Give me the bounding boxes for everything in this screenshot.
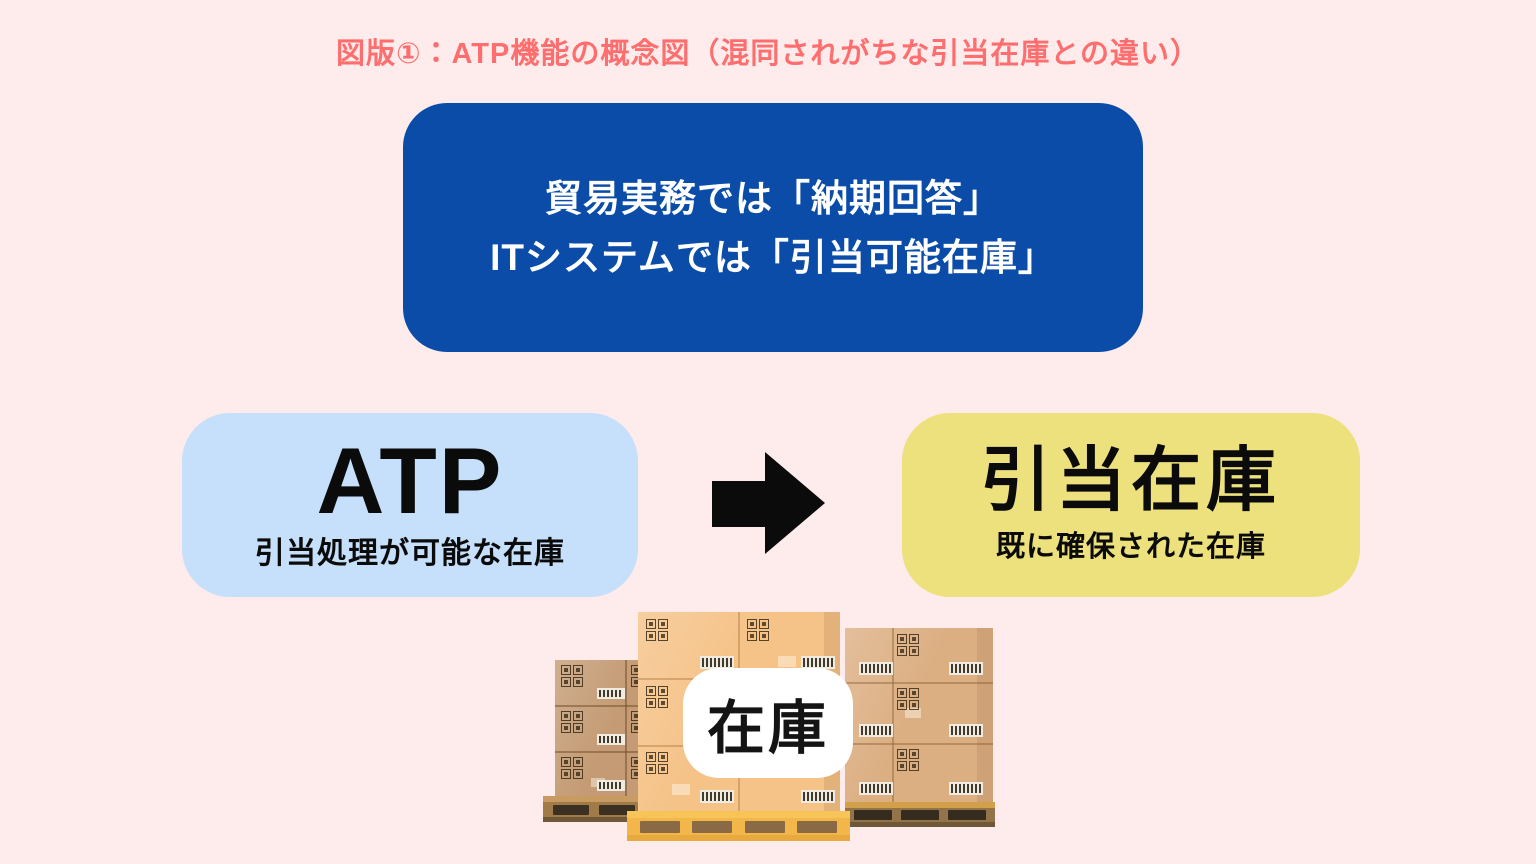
barcode bbox=[859, 724, 893, 737]
allocated-sublabel: 既に確保された在庫 bbox=[995, 531, 1266, 563]
allocated-stock-box: 引当在庫 既に確保された在庫 bbox=[902, 413, 1360, 597]
arrow-right-icon bbox=[712, 452, 825, 554]
pallet-center bbox=[627, 811, 850, 841]
handling-marks-icon bbox=[897, 749, 919, 771]
atp-sublabel: 引当処理が可能な在庫 bbox=[255, 537, 565, 571]
barcode bbox=[801, 656, 835, 669]
atp-label: ATP bbox=[316, 427, 504, 533]
handling-marks-icon bbox=[646, 686, 668, 708]
definition-line-2: ITシステムでは「引当可能在庫」 bbox=[490, 236, 1056, 278]
handling-marks-icon bbox=[747, 619, 769, 641]
barcode bbox=[597, 688, 625, 699]
inventory-label-badge: 在庫 bbox=[683, 668, 853, 778]
barcode bbox=[700, 790, 734, 803]
definition-line-1: 貿易実務では「納期回答」 bbox=[545, 177, 1001, 219]
handling-marks-icon bbox=[631, 711, 653, 733]
box-stack-center bbox=[638, 612, 840, 812]
barcode bbox=[700, 722, 734, 735]
handling-marks-icon bbox=[561, 757, 583, 779]
barcode bbox=[949, 724, 983, 737]
box-stack-right bbox=[845, 628, 993, 802]
handling-marks-icon bbox=[561, 665, 583, 687]
pallet-left bbox=[543, 796, 691, 822]
definition-box: 貿易実務では「納期回答」 ITシステムでは「引当可能在庫」 bbox=[403, 103, 1143, 352]
handling-marks-icon bbox=[631, 665, 653, 687]
handling-marks-icon bbox=[561, 711, 583, 733]
handling-marks-icon bbox=[631, 757, 653, 779]
pallet-right bbox=[845, 802, 995, 827]
barcode bbox=[859, 782, 893, 795]
barcode bbox=[700, 656, 734, 669]
barcode bbox=[597, 780, 625, 791]
barcode bbox=[801, 790, 835, 803]
atp-box: ATP 引当処理が可能な在庫 bbox=[182, 413, 638, 597]
barcode bbox=[801, 722, 835, 735]
allocated-label: 引当在庫 bbox=[981, 441, 1281, 519]
barcode bbox=[597, 734, 625, 745]
handling-marks-icon bbox=[897, 688, 919, 710]
barcode bbox=[949, 782, 983, 795]
page-title: 図版①：ATP機能の概念図（混同されがちな引当在庫との違い） bbox=[335, 38, 1201, 70]
box-stack-left bbox=[555, 660, 688, 797]
handling-marks-icon bbox=[747, 686, 769, 708]
barcode bbox=[859, 662, 893, 675]
inventory-label: 在庫 bbox=[706, 696, 829, 761]
handling-marks-icon bbox=[646, 619, 668, 641]
handling-marks-icon bbox=[897, 634, 919, 656]
handling-marks-icon bbox=[646, 752, 668, 774]
arrow-head bbox=[765, 452, 825, 554]
arrow-shaft bbox=[712, 481, 768, 527]
handling-marks-icon bbox=[747, 752, 769, 774]
barcode bbox=[949, 662, 983, 675]
